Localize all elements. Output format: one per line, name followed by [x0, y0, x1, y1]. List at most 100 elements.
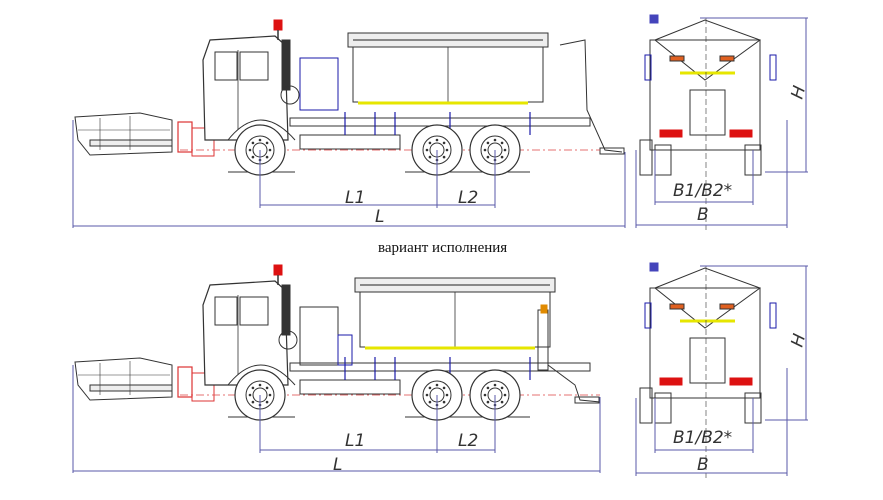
wheel-bolt	[442, 400, 446, 404]
plow-mount-frame	[191, 127, 215, 157]
mirror-right	[769, 54, 777, 81]
dimension-l-label: L	[333, 455, 342, 475]
rear-spreader-column	[537, 309, 549, 371]
wheel-bolt	[425, 148, 429, 152]
plow-mount-plate	[177, 366, 193, 398]
fuel-tank	[299, 134, 401, 150]
dimension-l1-label: L1	[345, 431, 365, 451]
spreader-disc	[574, 396, 600, 404]
dimension-h-label: H	[788, 332, 811, 350]
cab-window-front	[214, 296, 238, 326]
snow-plow-blade	[74, 112, 173, 156]
wheel-bolt	[435, 138, 439, 142]
cab-door-window	[239, 296, 269, 326]
wheel-bolt	[425, 393, 429, 397]
wheel-bolt	[493, 138, 497, 142]
cab-exhaust	[281, 39, 291, 91]
wheel-bolt	[251, 155, 255, 159]
wheel-bolt	[248, 148, 252, 152]
warning-stripe-right	[719, 55, 735, 62]
dimension-l-label: L	[375, 207, 384, 227]
wheel-bolt	[265, 386, 269, 390]
fuel-tank	[299, 379, 401, 395]
wheel-bolt	[428, 141, 432, 145]
beacon-light	[273, 19, 283, 31]
rear-ladder	[559, 39, 623, 153]
mirror-left	[644, 54, 652, 81]
wheel-bolt	[500, 141, 504, 145]
spreader-disc	[599, 147, 625, 155]
rear-wheel-outer-left	[639, 387, 653, 424]
dimension-b1b2-label: B1/B2*	[673, 428, 732, 448]
wheel-bolt	[248, 393, 252, 397]
beacon-light	[649, 262, 659, 272]
wheel-bolt	[503, 393, 507, 397]
dimension-l2-label: L2	[458, 431, 478, 451]
wheel-bolt	[251, 386, 255, 390]
plow-edge	[89, 139, 173, 147]
truck-side-view-main	[72, 19, 626, 228]
spreader-chute	[547, 364, 601, 403]
warning-stripe-left	[669, 303, 685, 310]
wheel-bolt	[500, 155, 504, 159]
equipment-box	[299, 306, 339, 366]
dimension-b-label: B	[697, 455, 709, 475]
tail-light-right	[729, 129, 753, 138]
truck-side-view-variant	[72, 264, 601, 473]
rear-body	[649, 39, 761, 151]
wheel-bolt	[483, 393, 487, 397]
wheel-bolt	[445, 148, 449, 152]
wheel-bolt	[265, 155, 269, 159]
beacon-light	[649, 14, 659, 24]
plow-mount-plate	[177, 121, 193, 153]
hopper-rear-outline	[654, 19, 762, 81]
wheel-bolt	[435, 383, 439, 387]
wheel-bolt	[500, 386, 504, 390]
wheel-bolt	[486, 400, 490, 404]
wheel-bolt	[428, 155, 432, 159]
wheel-bolt	[251, 400, 255, 404]
dimension-b1b2-label: B1/B2*	[673, 181, 732, 201]
warning-stripe-left	[669, 55, 685, 62]
tail-light-right	[729, 377, 753, 386]
pump	[280, 85, 300, 105]
dimension-h-label: H	[788, 84, 811, 102]
wheel-bolt	[442, 386, 446, 390]
tail-light-left	[659, 129, 683, 138]
spreader-mechanism	[689, 89, 726, 136]
snow-plow-blade	[74, 357, 173, 401]
rear-wheel-outer-left	[639, 139, 653, 176]
wheel-bolt	[268, 148, 272, 152]
wheel-bolt	[258, 383, 262, 387]
truck-rear-view-variant	[635, 262, 808, 478]
mirror-left	[644, 302, 652, 329]
variant-caption: вариант исполнения	[378, 240, 507, 256]
wheel-bolt	[442, 155, 446, 159]
hopper-rear-outline	[654, 267, 762, 329]
wheel-bolt	[500, 400, 504, 404]
wheel-bolt	[445, 393, 449, 397]
wheel-bolt	[486, 141, 490, 145]
wheel-bolt	[483, 148, 487, 152]
wheel-bolt	[493, 383, 497, 387]
wheel-bolt	[442, 141, 446, 145]
wheel-bolt	[268, 393, 272, 397]
cab-window-front	[214, 51, 238, 81]
wheel-bolt	[265, 400, 269, 404]
wheel-bolt	[251, 141, 255, 145]
wheel-bolt	[486, 386, 490, 390]
beacon-light	[273, 264, 283, 276]
warning-stripe-right	[719, 303, 735, 310]
pump	[278, 330, 298, 350]
wheel-bolt	[265, 141, 269, 145]
cab-door-window	[239, 51, 269, 81]
dimension-l1-label: L1	[345, 188, 365, 208]
wheel-bolt	[486, 155, 490, 159]
plow-mount-frame	[191, 372, 215, 402]
wheel-bolt	[428, 386, 432, 390]
dimension-b-label: B	[697, 205, 709, 225]
tail-light-left	[659, 377, 683, 386]
rear-beacon	[540, 304, 548, 314]
cab-exhaust	[281, 284, 291, 336]
